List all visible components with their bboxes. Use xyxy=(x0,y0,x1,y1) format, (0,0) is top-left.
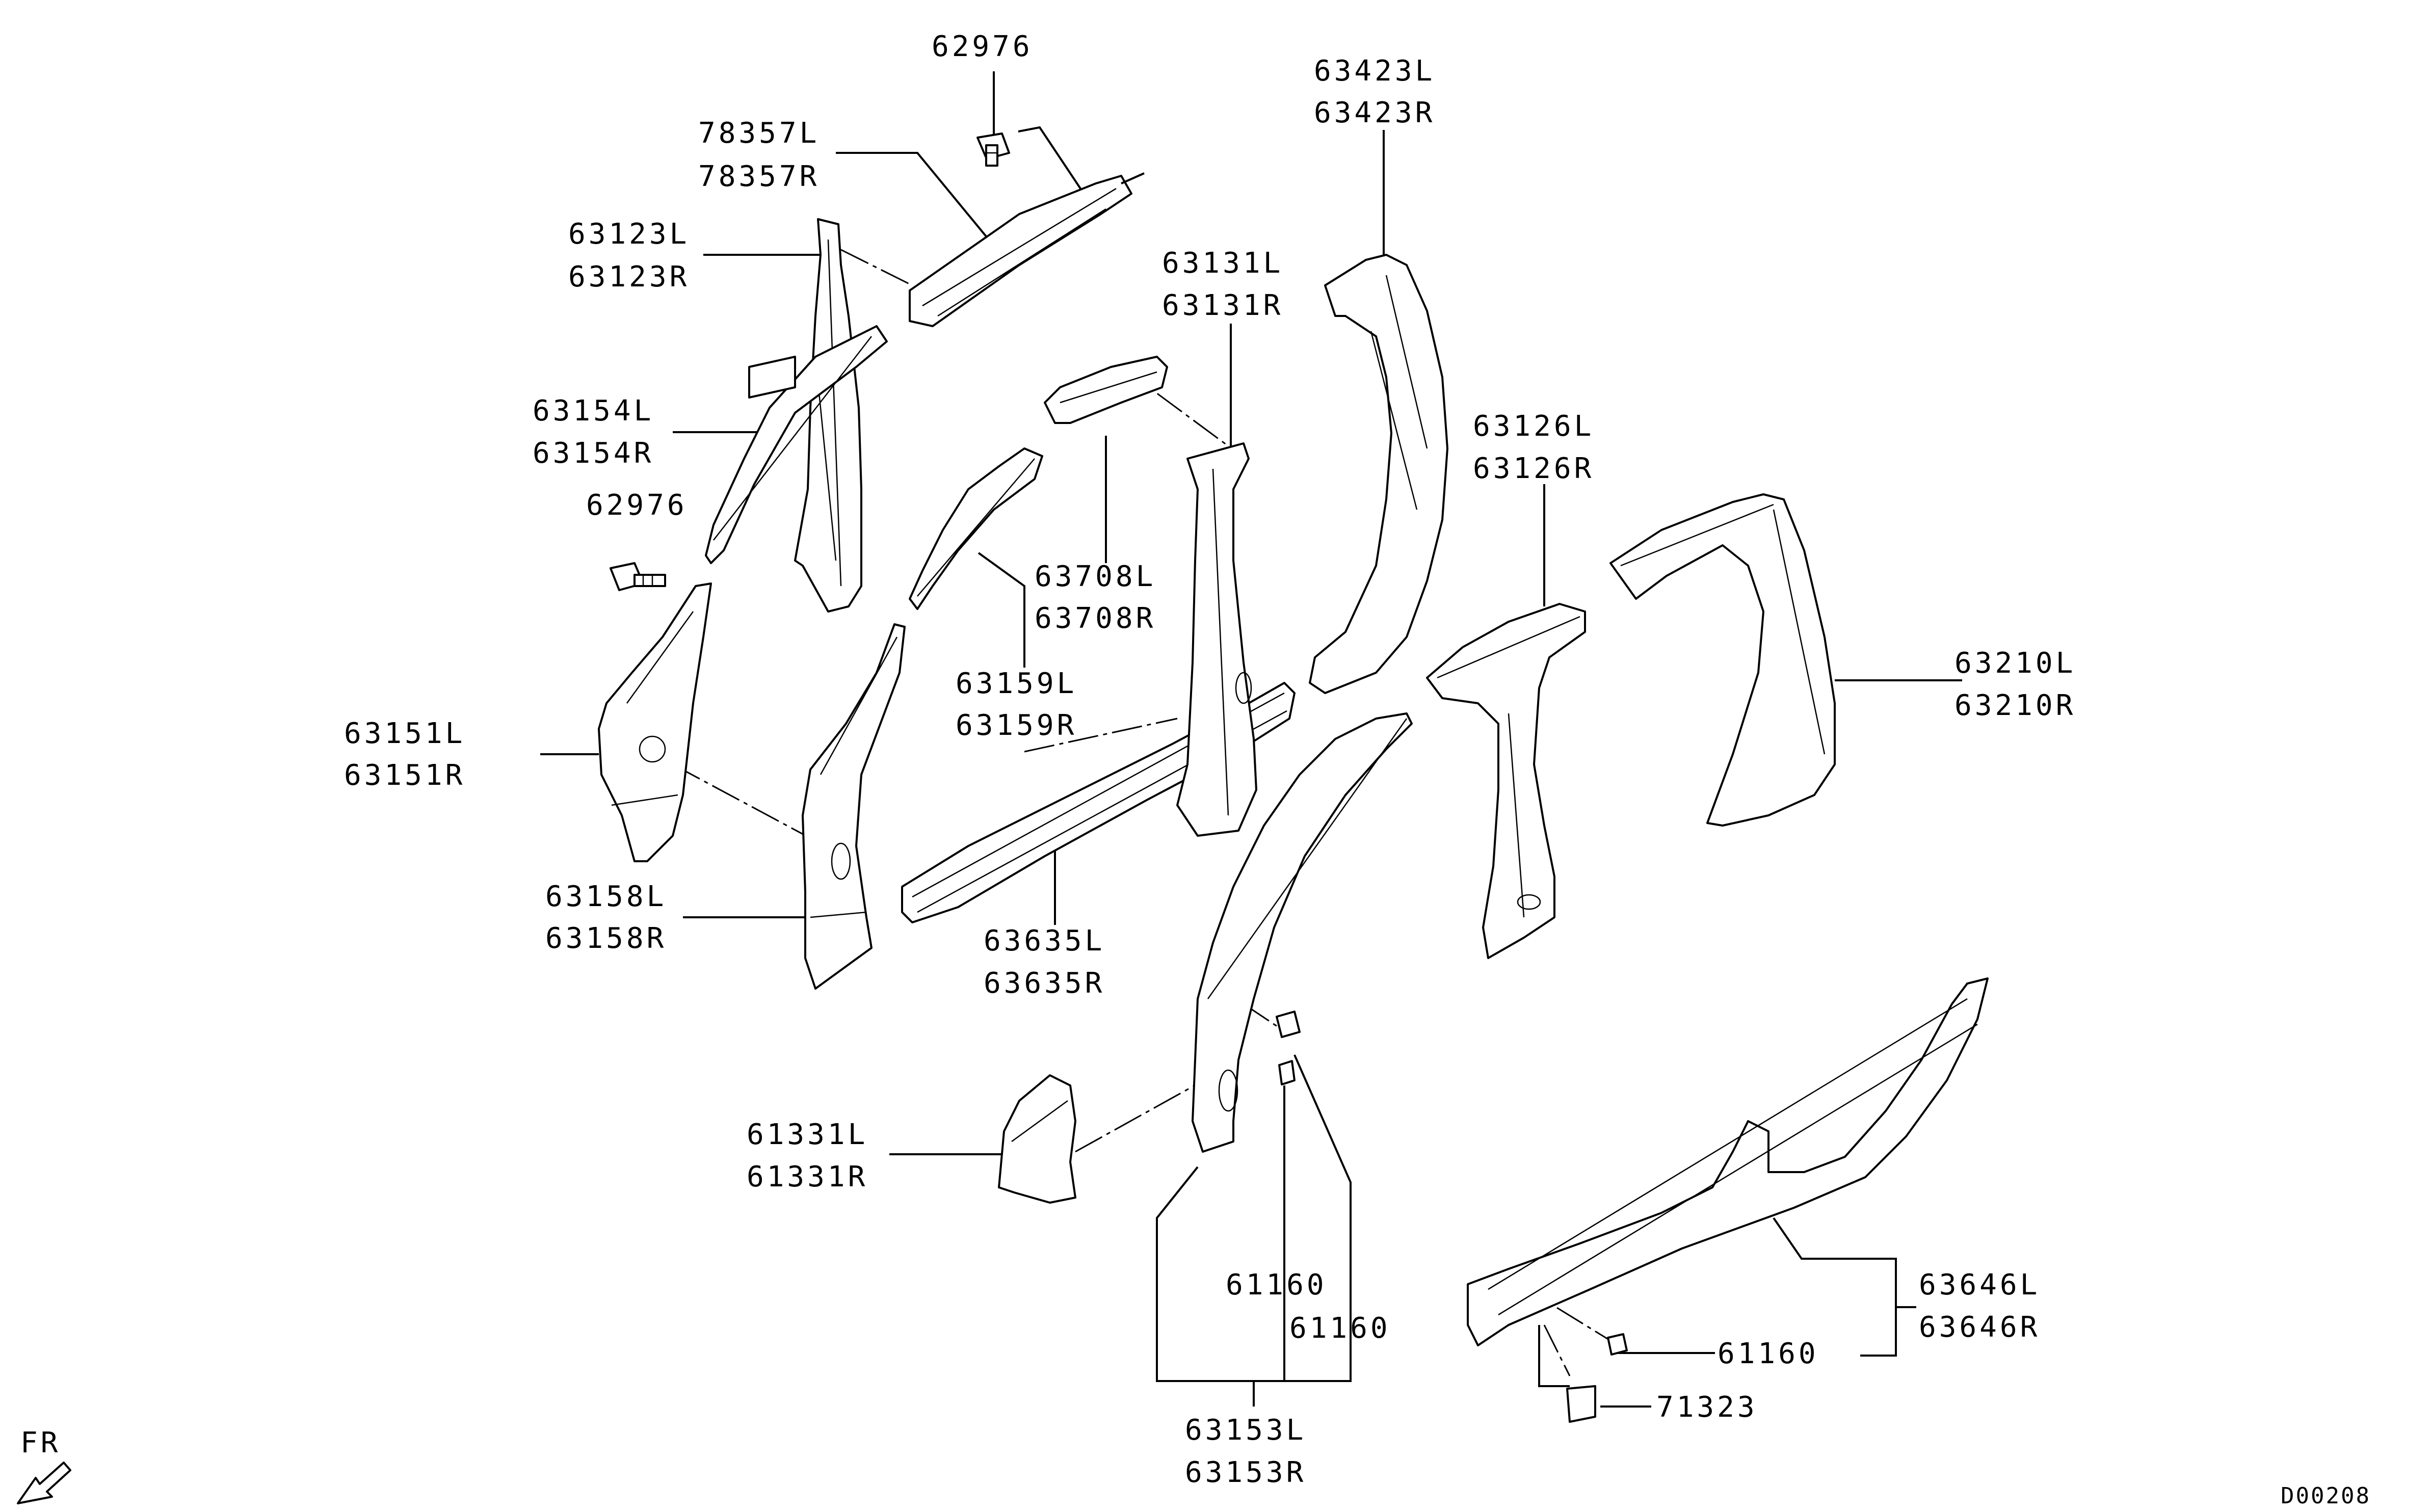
label-63708r: 63708R xyxy=(1035,602,1156,635)
label-61331l: 61331L xyxy=(747,1118,868,1151)
part-63210 xyxy=(1609,493,1836,827)
part-63708 xyxy=(1044,356,1168,424)
label-63210l: 63210L xyxy=(1954,647,2076,680)
label-fr: FR xyxy=(20,1426,61,1460)
leader-lines xyxy=(540,71,1962,1408)
label-63635r: 63635R xyxy=(984,967,1105,1000)
label-63151r: 63151R xyxy=(344,759,465,792)
label-61160-b: 61160 xyxy=(1289,1312,1391,1345)
label-78357r: 78357R xyxy=(698,160,820,193)
part-63123 xyxy=(794,218,862,613)
part-63423 xyxy=(1309,254,1448,694)
bolt-62976-top xyxy=(976,132,1010,167)
front-arrow-icon xyxy=(17,1462,71,1504)
label-63131l: 63131L xyxy=(1162,247,1283,280)
label-63158r: 63158R xyxy=(545,922,667,955)
label-61160-a: 61160 xyxy=(1226,1268,1327,1302)
label-63151l: 63151L xyxy=(344,717,465,750)
part-71323 xyxy=(1566,1385,1596,1423)
part-63151 xyxy=(598,582,712,862)
label-63153l: 63153L xyxy=(1185,1414,1306,1447)
label-63153r: 63153R xyxy=(1185,1456,1306,1489)
label-63126r: 63126R xyxy=(1473,452,1594,485)
label-63646r: 63646R xyxy=(1919,1311,2040,1344)
part-63159 xyxy=(909,447,1043,610)
labels: 62976 78357L 78357R 63123L 63123R 63154L… xyxy=(20,30,2371,1509)
label-63126l: 63126L xyxy=(1473,410,1594,443)
label-63159l: 63159L xyxy=(956,667,1077,700)
label-62976-top: 62976 xyxy=(932,30,1033,63)
label-63423l: 63423L xyxy=(1314,55,1435,88)
label-63635l: 63635L xyxy=(984,924,1105,958)
label-61331r: 61331R xyxy=(747,1160,868,1193)
label-63123r: 63123R xyxy=(568,260,690,294)
part-63153 xyxy=(1192,712,1413,1153)
label-63154r: 63154R xyxy=(533,437,654,470)
diagram-code: D00208 xyxy=(2281,1483,2371,1509)
label-61160-c: 61160 xyxy=(1718,1337,1819,1370)
label-63123l: 63123L xyxy=(568,218,690,251)
label-63708l: 63708L xyxy=(1035,560,1156,593)
part-63158 xyxy=(802,623,906,990)
label-62976-mid: 62976 xyxy=(586,489,688,522)
label-63158l: 63158L xyxy=(545,880,667,913)
label-78357l: 78357L xyxy=(698,117,820,150)
clip-61160-b xyxy=(1278,1060,1296,1085)
part-63646 xyxy=(1467,977,1989,1346)
label-63154l: 63154L xyxy=(533,394,654,428)
label-71323: 71323 xyxy=(1656,1391,1758,1424)
part-63131 xyxy=(1176,442,1257,837)
part-61331 xyxy=(998,1074,1076,1204)
part-63126 xyxy=(1426,603,1586,959)
bolt-62976-mid xyxy=(610,562,666,591)
part-78357 xyxy=(909,172,1145,327)
part-63154 xyxy=(705,325,888,564)
label-63646l: 63646L xyxy=(1919,1268,2040,1302)
clip-61160-c xyxy=(1607,1333,1628,1356)
label-63423r: 63423R xyxy=(1314,96,1435,129)
label-63159r: 63159R xyxy=(956,709,1077,742)
clip-61160-a xyxy=(1276,1011,1301,1038)
label-63210r: 63210R xyxy=(1954,689,2076,722)
label-63131r: 63131R xyxy=(1162,289,1283,322)
